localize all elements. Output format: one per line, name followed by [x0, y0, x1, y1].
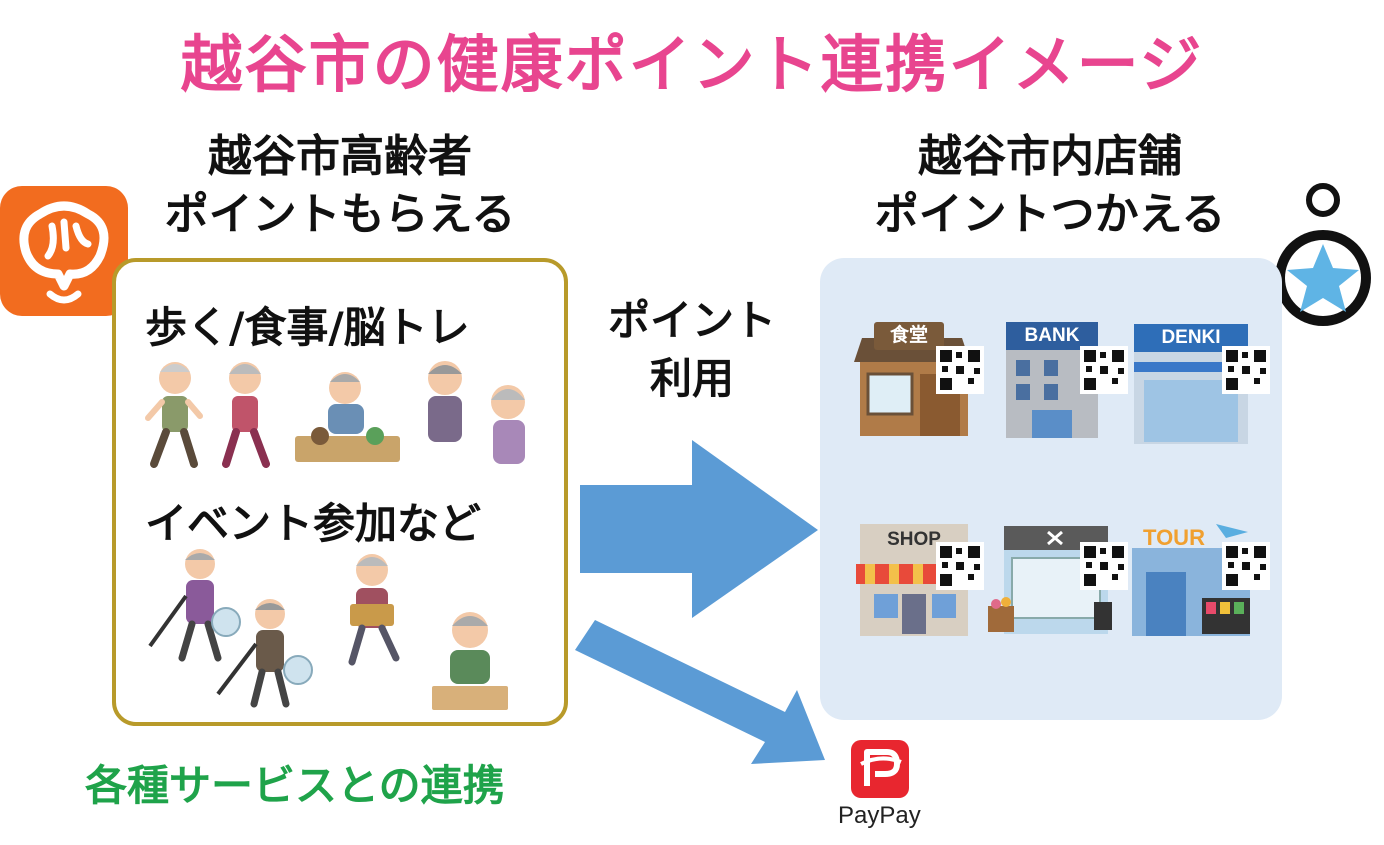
cooking-man-figure	[432, 612, 508, 710]
walking-man-figure	[148, 362, 200, 464]
point-use-line2: 利用	[592, 350, 792, 408]
activity-events: イベント参加など	[145, 490, 481, 551]
paypay-logo-icon	[851, 740, 909, 798]
right-heading: 越谷市内店舗 ポイントつかえる	[820, 128, 1280, 244]
qr-code-icon	[1080, 346, 1128, 394]
point-use-line1: ポイント	[592, 292, 792, 350]
eating-man-figure	[295, 372, 400, 462]
brain-app-icon	[0, 186, 128, 316]
service-integration-label: 各種サービスとの連携	[85, 752, 505, 813]
litter-picking-woman-figure	[150, 549, 240, 658]
walking-woman-figure	[226, 362, 266, 464]
main-arrow	[580, 440, 820, 620]
left-heading-line2: ポイントもらえる	[110, 186, 570, 244]
left-heading: 越谷市高齢者 ポイントもらえる	[110, 128, 570, 244]
star-medal-icon	[1270, 178, 1376, 340]
elderly-activities-illustration	[140, 352, 550, 470]
carrying-basket-woman-figure	[350, 554, 396, 662]
page-title: 越谷市の健康ポイント連携イメージ	[0, 14, 1384, 104]
qr-code-icon	[1222, 542, 1270, 590]
qr-code-icon	[1222, 346, 1270, 394]
qr-code-icon	[936, 346, 984, 394]
left-heading-line1: 越谷市高齢者	[110, 128, 570, 186]
right-heading-line1: 越谷市内店舗	[820, 128, 1280, 186]
point-use-label: ポイント 利用	[592, 292, 792, 408]
paypay-arrow	[575, 620, 835, 770]
elderly-events-illustration	[140, 546, 550, 716]
elderly-couple-figure	[428, 361, 525, 464]
activity-walk-meal-brain: 歩く/食事/脳トレ	[145, 294, 470, 355]
qr-code-icon	[936, 542, 984, 590]
right-heading-line2: ポイントつかえる	[820, 186, 1280, 244]
shop-sign-restaurant: 食堂	[874, 322, 944, 350]
paypay-label: PayPay	[838, 802, 921, 830]
qr-code-icon	[1080, 542, 1128, 590]
shop-sign-travel: TOUR	[1132, 524, 1216, 552]
